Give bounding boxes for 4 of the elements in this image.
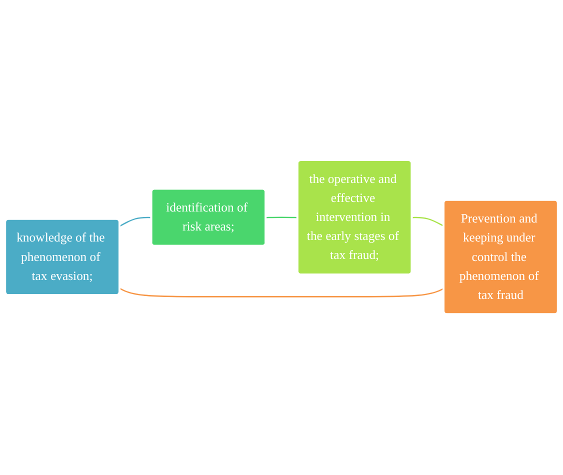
connector xyxy=(119,217,152,228)
connector xyxy=(412,217,444,228)
connector xyxy=(266,217,298,219)
connector xyxy=(120,288,444,298)
